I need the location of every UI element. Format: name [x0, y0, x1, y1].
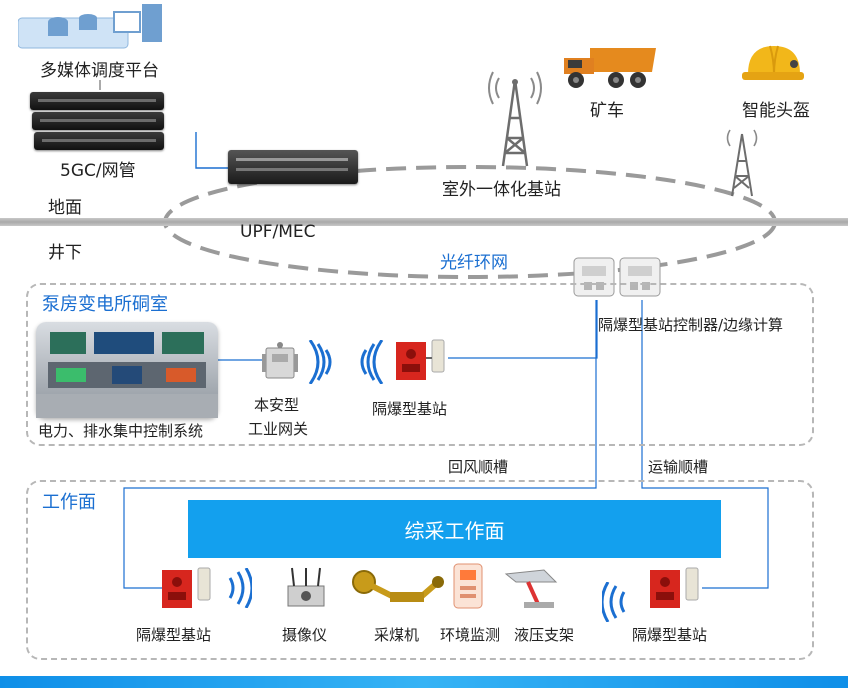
transport-airway-label: 运输顺槽 [648, 458, 709, 476]
upf-mec-label: UPF/MEC [240, 222, 316, 242]
pump-room-title: 泵房变电所硐室 [42, 294, 168, 315]
smart-helmet-label: 智能头盔 [742, 101, 810, 121]
env-monitor-label: 环境监测 [440, 626, 501, 644]
right-base-station-label: 隔爆型基站 [632, 626, 708, 644]
control-system-label: 电力、排水集中控制系统 [38, 422, 204, 440]
upf-switch-icon [228, 150, 360, 186]
hydraulic-support-label: 液压支架 [514, 626, 575, 644]
work-face-title: 工作面 [42, 492, 96, 513]
return-airway-label: 回风顺槽 [448, 458, 509, 476]
wifi-signal-icon [306, 339, 386, 385]
gateway-label-line1: 本安型 [254, 396, 300, 414]
link-pump-controller [448, 300, 598, 359]
bs-controller-label: 隔爆型基站控制器/边缘计算 [598, 316, 784, 334]
pump-room-box [26, 283, 814, 446]
bottom-accent-bar [0, 676, 848, 688]
left-base-station-label: 隔爆型基站 [136, 626, 212, 644]
underground-label: 井下 [48, 243, 82, 263]
server-rack-icon [30, 92, 166, 152]
link-return-airway [123, 300, 597, 589]
multimedia-platform-label: 多媒体调度平台 [40, 61, 159, 81]
base-station-icon [392, 338, 448, 384]
right-base-station-icon [646, 566, 702, 612]
wifi-signal-left-icon [222, 567, 254, 609]
fully-mechanized-face-bar: 综采工作面 [188, 500, 721, 558]
gateway-icon [262, 340, 298, 382]
gc5-mgmt-label: 5GC/网管 [60, 161, 136, 181]
camera-label: 摄像仪 [282, 626, 328, 644]
env-monitor-icon [452, 562, 484, 610]
left-base-station-icon [158, 566, 214, 612]
link-server-upf [195, 132, 232, 169]
control-console-icon [36, 322, 218, 418]
helmet-icon [740, 40, 806, 86]
work-face-box [26, 480, 814, 660]
wifi-signal-right-icon [600, 581, 632, 623]
pump-base-station-label: 隔爆型基站 [372, 400, 448, 418]
ground-divider [0, 218, 848, 226]
gateway-label-line2: 工业网关 [248, 420, 309, 438]
tower-small-icon [720, 126, 764, 198]
tower-icon [485, 68, 545, 168]
fiber-ring-label: 光纤环网 [440, 253, 508, 273]
camera-icon [284, 566, 328, 612]
mine-truck-label: 矿车 [590, 101, 624, 121]
outdoor-bs-label: 室外一体化基站 [442, 180, 561, 200]
ground-label: 地面 [48, 198, 82, 218]
shearer-icon [352, 568, 444, 608]
shearer-label: 采煤机 [374, 626, 420, 644]
monitor-icon [17, 4, 168, 52]
bs-controller-icon [572, 252, 664, 300]
mine-truck-icon [556, 40, 660, 90]
hydraulic-support-icon [504, 566, 560, 610]
link-transport-airway [641, 300, 769, 589]
